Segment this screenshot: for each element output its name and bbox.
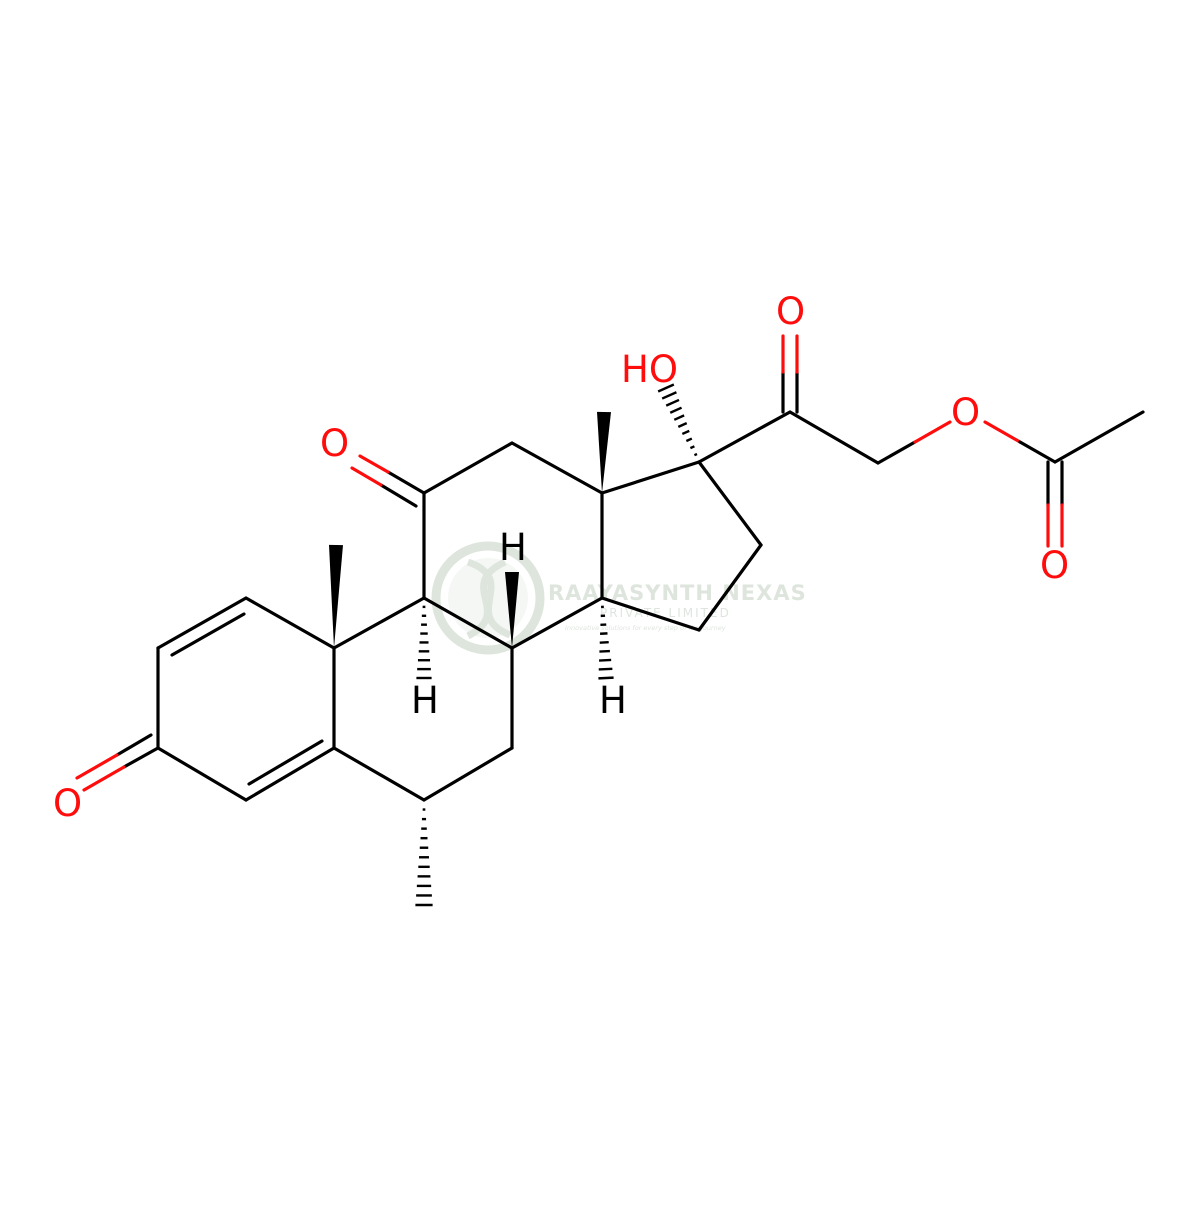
bond-c6-c5: [334, 748, 424, 800]
watermark: RAAYASYNTH NEXAS PRIVATE LIMITED Innovat…: [436, 546, 807, 650]
bond-group: [77, 336, 1143, 800]
bond-c7-c6: [424, 748, 512, 800]
atom-label-ketone-o-c11: O: [320, 422, 349, 465]
bond-c11-o-red-2: [352, 468, 381, 485]
bond-c4-c5: [246, 748, 334, 800]
atom-label-ketone-o-top: O: [776, 290, 805, 333]
bond-cacyl-ch3: [1055, 412, 1143, 462]
atom-label-hydrogen-c9: H: [411, 679, 439, 722]
bond-c11-o-red: [360, 456, 388, 472]
watermark-title: RAAYASYNTH NEXAS: [548, 581, 807, 605]
bond-c10-c1: [246, 598, 334, 648]
bond-c10-c9: [334, 598, 424, 648]
bond-o-cacyl-red: [985, 422, 1020, 442]
bond-o-cacyl-black: [1020, 442, 1055, 462]
bond-c13-c17: [602, 462, 699, 493]
wedge-c13-methyl: [597, 412, 611, 493]
atom-label-ester-o: O: [951, 391, 980, 434]
bond-c11-o-black-2: [381, 485, 416, 506]
atom-label-acetyl-o: O: [1040, 544, 1069, 587]
bond-c17-c16: [699, 462, 761, 545]
atom-label-group: HO O O O O O H H H: [53, 290, 1069, 825]
bond-c20-c21: [790, 412, 878, 463]
bond-c21-o-red: [915, 422, 950, 442]
bond-c3-o-black: [124, 748, 158, 767]
bond-c12-c13: [512, 443, 602, 493]
bond-c17-c20: [699, 412, 790, 462]
atom-label-hydroxyl: HO: [621, 348, 678, 391]
bond-c3-c4: [158, 748, 246, 800]
wedge-c10-methyl: [329, 545, 343, 648]
bond-c3-o-black-2: [117, 735, 151, 755]
hash-c6-methyl: [415, 810, 432, 905]
atom-label-hydrogen-c8: H: [499, 526, 527, 569]
bond-c11-o-black: [388, 472, 424, 493]
bond-c1-c2: [158, 598, 246, 648]
hash-c17-hydroxyl: [658, 384, 697, 455]
atom-label-ketone-o-c3: O: [53, 782, 82, 825]
hash-c9-hydrogen: [416, 607, 431, 678]
bond-c21-o-black: [878, 442, 915, 463]
atom-label-hydrogen-c14: H: [599, 679, 627, 722]
bond-c11-c12: [424, 443, 512, 493]
